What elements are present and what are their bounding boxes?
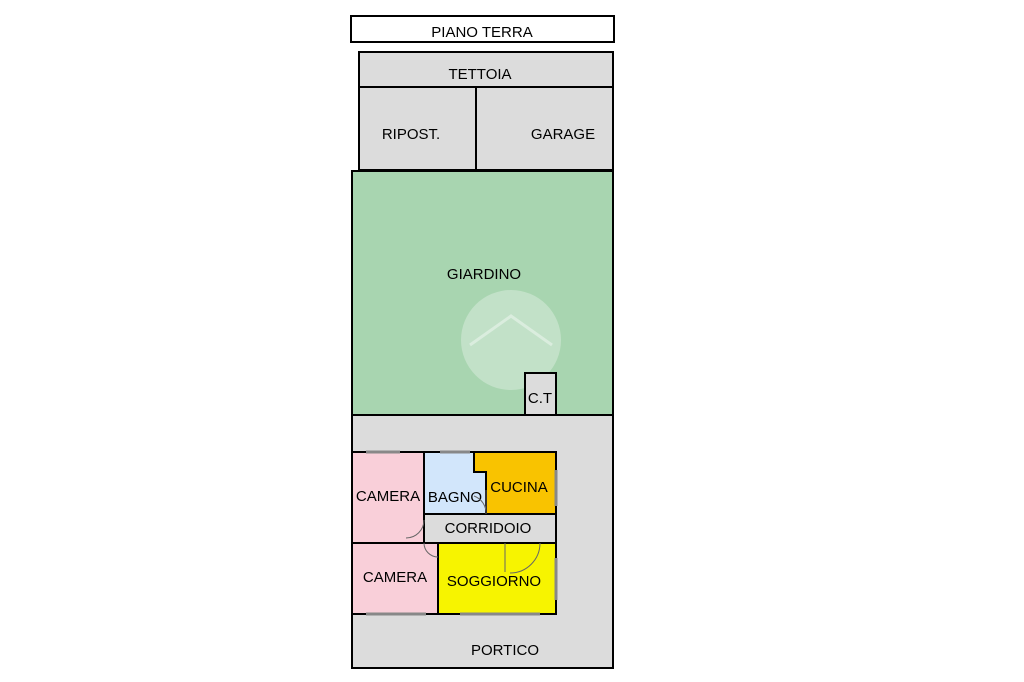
room-centrale-termica <box>524 372 557 416</box>
room-camera-2 <box>351 542 439 615</box>
watermark <box>461 290 561 390</box>
window-marks <box>366 450 558 616</box>
label-soggiorno: SOGGIORNO <box>447 573 541 590</box>
label-portico: PORTICO <box>471 642 539 659</box>
plan-title: PIANO TERRA <box>431 24 532 41</box>
label-camera-2: CAMERA <box>363 569 427 586</box>
label-garage: GARAGE <box>531 126 595 143</box>
label-centrale-termica: C.T <box>528 390 552 407</box>
label-corridoio: CORRIDOIO <box>445 520 532 537</box>
room-ripostiglio <box>358 86 477 171</box>
room-camera-1 <box>351 451 425 544</box>
label-camera-1: CAMERA <box>356 488 420 505</box>
room-garage <box>475 86 614 171</box>
label-ripostiglio: RIPOST. <box>382 126 440 143</box>
door-swings <box>405 490 541 574</box>
label-cucina: CUCINA <box>490 479 548 496</box>
room-giardino <box>351 170 614 416</box>
room-tettoia <box>358 51 614 88</box>
label-giardino: GIARDINO <box>447 266 521 283</box>
label-tettoia: TETTOIA <box>448 66 511 83</box>
label-bagno: BAGNO <box>428 489 482 506</box>
title-box <box>350 15 615 43</box>
